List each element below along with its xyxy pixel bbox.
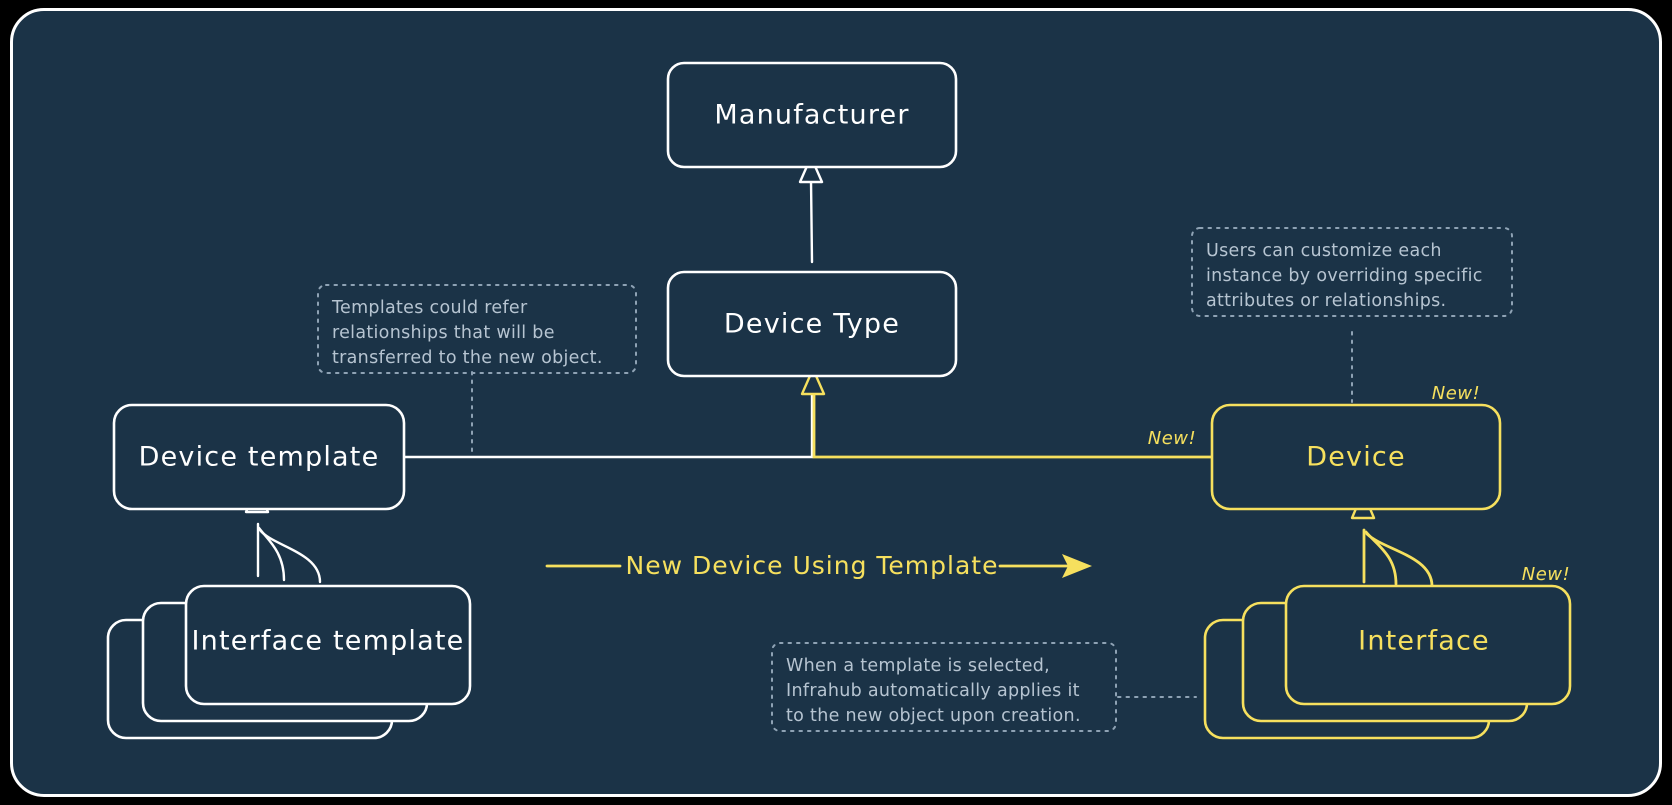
node-badge-interface-new: New! xyxy=(1522,564,1570,585)
note-templates-refer-line-3: transferred to the new object. xyxy=(332,348,603,368)
note-templates-refer-line-1: Templates could refer xyxy=(331,298,528,318)
node-manufacturer[interactable]: Manufacturer xyxy=(666,61,958,169)
edge-devicetemplate-to-devicetype xyxy=(402,390,814,459)
edge-device-to-devicetype xyxy=(800,367,1214,459)
node-device-template[interactable]: Device template xyxy=(112,403,406,511)
node-interface-template[interactable]: Interface template xyxy=(106,584,472,740)
node-label-device: Device xyxy=(1306,442,1406,473)
edge-label-new-device-using-template: New Device Using Template xyxy=(626,551,999,580)
node-device[interactable]: Device New! xyxy=(1210,383,1502,511)
note-users-customize-line-3: attributes or relationships. xyxy=(1206,291,1446,311)
node-label-manufacturer: Manufacturer xyxy=(714,100,909,131)
node-device-type[interactable]: Device Type xyxy=(666,270,958,378)
edge-badge-new: New! xyxy=(1148,428,1196,449)
node-badge-device-new: New! xyxy=(1432,383,1480,404)
note-template-selected: When a template is selected, Infrahub au… xyxy=(771,642,1197,732)
edge-devicetype-to-manufacturer xyxy=(798,155,824,264)
note-templates-refer: Templates could refer relationships that… xyxy=(317,284,637,455)
node-label-device-type: Device Type xyxy=(724,309,900,340)
node-label-interface-template: Interface template xyxy=(192,626,465,657)
note-users-customize: Users can customize each instance by ove… xyxy=(1191,227,1513,403)
edge-new-device-using-template: New Device Using Template xyxy=(545,551,1092,580)
note-users-customize-line-1: Users can customize each xyxy=(1206,241,1442,261)
node-interface[interactable]: Interface New! xyxy=(1203,564,1572,740)
note-template-selected-line-2: Infrahub automatically applies it xyxy=(786,681,1080,701)
note-template-selected-line-1: When a template is selected, xyxy=(786,656,1050,676)
node-label-interface: Interface xyxy=(1358,626,1490,657)
note-templates-refer-line-2: relationships that will be xyxy=(332,323,555,343)
note-users-customize-line-2: instance by overriding specific xyxy=(1206,266,1483,286)
note-template-selected-line-3: to the new object upon creation. xyxy=(786,706,1081,726)
node-label-device-template: Device template xyxy=(139,442,380,473)
